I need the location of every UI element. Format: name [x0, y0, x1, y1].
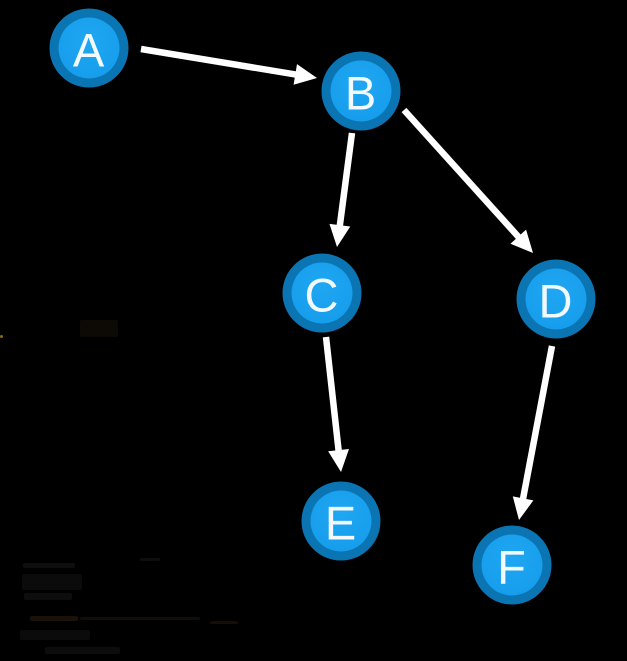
- edge-shaft: [401, 107, 523, 242]
- node-body: [525, 268, 587, 330]
- graph-node-D[interactable]: D: [516, 259, 596, 339]
- graph-edge-B-D: [401, 107, 533, 253]
- node-label: D: [539, 275, 574, 328]
- edge-arrowhead-icon: [512, 496, 534, 520]
- node-body: [330, 60, 392, 122]
- node-body: [481, 534, 543, 596]
- node-label: A: [73, 24, 105, 77]
- edge-arrowhead-icon: [510, 229, 533, 253]
- graph-edge-B-C: [329, 132, 356, 247]
- node-label: B: [345, 67, 377, 120]
- graph-node-A[interactable]: A: [49, 8, 129, 88]
- graph-edge-D-F: [512, 345, 556, 520]
- node-label: C: [305, 269, 340, 322]
- edge-arrowhead-icon: [328, 448, 350, 472]
- edge-shaft: [322, 336, 343, 454]
- nodes-layer: A B C D E F: [49, 8, 596, 605]
- node-label: E: [325, 497, 357, 550]
- graph-node-F[interactable]: F: [472, 525, 552, 605]
- node-body: [291, 262, 353, 324]
- edge-arrowhead-icon: [293, 64, 317, 85]
- graph-edge-C-E: [322, 336, 350, 472]
- graph-node-E[interactable]: E: [301, 481, 381, 561]
- edge-shaft: [519, 345, 556, 502]
- node-body: [58, 17, 120, 79]
- graph-edge-A-B: [140, 45, 317, 85]
- node-body: [310, 490, 372, 552]
- graph-node-C[interactable]: C: [282, 253, 362, 333]
- edge-shaft: [336, 132, 356, 229]
- node-label: F: [497, 541, 527, 594]
- graph-node-B[interactable]: B: [321, 51, 401, 131]
- edge-shaft: [140, 45, 299, 79]
- edge-arrowhead-icon: [329, 223, 351, 247]
- edges-layer: [140, 45, 556, 520]
